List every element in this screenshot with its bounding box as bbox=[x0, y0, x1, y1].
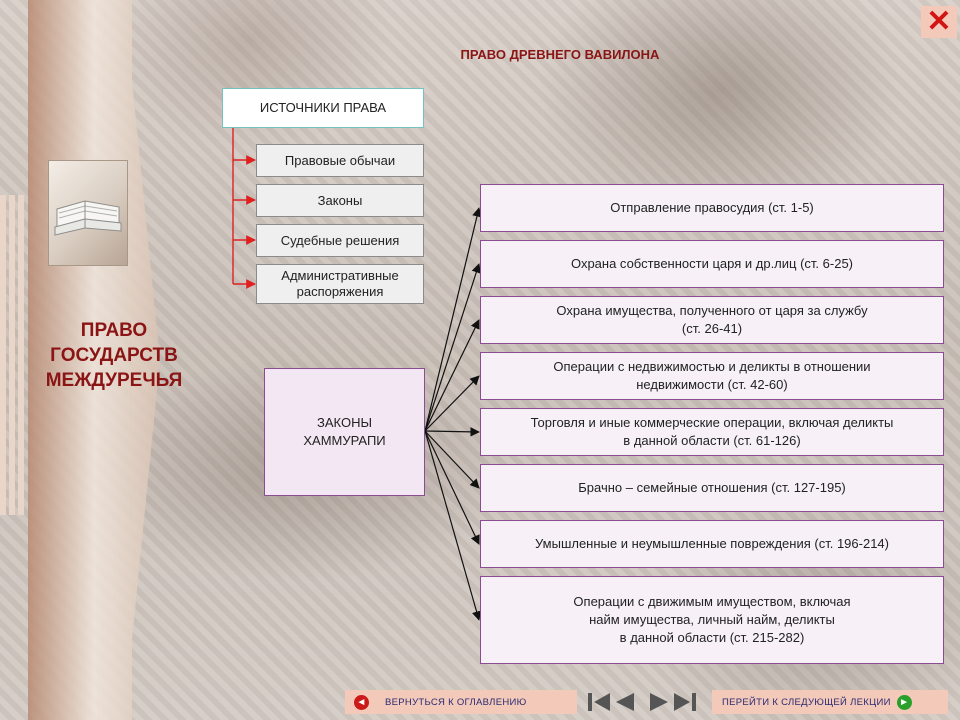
law-arrow bbox=[424, 427, 480, 437]
next-arrow-icon: ► bbox=[896, 694, 912, 710]
law-section-box: Охрана имущества, полученного от царя за… bbox=[480, 296, 944, 344]
source-item-court-decisions: Судебные решения bbox=[256, 224, 424, 257]
source-item-label: Судебные решения bbox=[280, 232, 400, 248]
law-arrow bbox=[424, 319, 480, 432]
sources-header-label: ИСТОЧНИКИ ПРАВА bbox=[259, 100, 387, 115]
law-arrow bbox=[424, 263, 481, 432]
source-item-admin-orders: Административные распоряжения bbox=[256, 264, 424, 304]
side-title-line: ПРАВО bbox=[80, 320, 148, 341]
law-section-box: Отправление правосудия (ст. 1-5) bbox=[480, 184, 944, 232]
law-section-line: найм имущества, личный найм, деликты bbox=[589, 612, 835, 627]
law-section-line: недвижимости (ст. 42-60) bbox=[636, 377, 788, 392]
law-section-box: Охрана собственности царя и др.лиц (ст. … bbox=[480, 240, 944, 288]
next-lecture-label: ПЕРЕЙТИ К СЛЕДУЮЩЕЙ ЛЕКЦИИ bbox=[722, 696, 891, 708]
law-section-line: Брачно – семейные отношения (ст. 127-195… bbox=[578, 480, 846, 495]
law-section-line: в данной области (ст. 215-282) bbox=[619, 630, 805, 645]
source-item-label: Правовые обычаи bbox=[284, 152, 396, 168]
law-section-line: Умышленные и неумышленные повреждения (с… bbox=[534, 536, 889, 551]
side-title: ПРАВО ГОСУДАРСТВ МЕЖДУРЕЧЬЯ bbox=[20, 318, 208, 393]
side-title-line: ГОСУДАРСТВ bbox=[50, 345, 178, 366]
law-section-line: Охрана собственности царя и др.лиц (ст. … bbox=[570, 256, 853, 271]
law-section-box: Брачно – семейные отношения (ст. 127-195… bbox=[480, 464, 944, 512]
law-section-line: Отправление правосудия (ст. 1-5) bbox=[610, 200, 814, 215]
law-arrow bbox=[424, 430, 480, 545]
source-item-customs: Правовые обычаи bbox=[256, 144, 424, 177]
law-section-line: в данной области (ст. 61-126) bbox=[623, 433, 801, 448]
law-section-line: Охрана имущества, полученного от царя за… bbox=[556, 303, 868, 318]
law-section-box: Операции с недвижимостью и деликты в отн… bbox=[480, 352, 944, 400]
hammurabi-label: ХАММУРАПИ bbox=[303, 433, 386, 448]
first-page-icon[interactable] bbox=[588, 693, 610, 711]
law-section-line: Торговля и иные коммерческие операции, в… bbox=[530, 415, 894, 430]
back-to-contents-button[interactable]: ◄ ВЕРНУТЬСЯ К ОГЛАВЛЕНИЮ bbox=[345, 690, 577, 714]
source-item-label: Законы bbox=[317, 192, 363, 208]
next-page-icon[interactable] bbox=[650, 693, 668, 711]
side-title-line: МЕЖДУРЕЧЬЯ bbox=[45, 370, 183, 391]
law-section-line: (ст. 26-41) bbox=[681, 321, 743, 336]
law-section-box: Операции с движимым имуществом, включая … bbox=[480, 576, 944, 664]
last-page-icon[interactable] bbox=[674, 693, 696, 711]
hammurabi-laws-box: ЗАКОНЫ ХАММУРАПИ bbox=[264, 368, 425, 496]
open-book-icon bbox=[54, 200, 122, 236]
back-to-contents-label: ВЕРНУТЬСЯ К ОГЛАВЛЕНИЮ bbox=[385, 696, 527, 708]
back-arrow-icon: ◄ bbox=[354, 694, 369, 710]
law-section-line: Операции с движимым имуществом, включая bbox=[573, 594, 851, 609]
law-arrow bbox=[424, 430, 480, 489]
law-arrow bbox=[424, 207, 482, 432]
previous-page-icon[interactable] bbox=[616, 693, 634, 711]
sources-header-box: ИСТОЧНИКИ ПРАВА bbox=[222, 88, 424, 128]
source-item-label: распоряжения bbox=[296, 284, 384, 299]
law-arrow bbox=[424, 375, 480, 432]
hammurabi-label: ЗАКОНЫ bbox=[317, 415, 372, 430]
law-section-box: Торговля и иные коммерческие операции, в… bbox=[480, 408, 944, 456]
law-arrow bbox=[424, 430, 482, 621]
page-title: ПРАВО ДРЕВНЕГО ВАВИЛОНА bbox=[460, 47, 660, 62]
close-icon: ✕ bbox=[926, 5, 952, 38]
law-section-line: Операции с недвижимостью и деликты в отн… bbox=[553, 359, 871, 374]
law-section-box: Умышленные и неумышленные повреждения (с… bbox=[480, 520, 944, 568]
close-button[interactable]: ✕ bbox=[921, 6, 957, 38]
source-item-laws: Законы bbox=[256, 184, 424, 217]
media-controls bbox=[588, 693, 696, 711]
book-image bbox=[48, 160, 128, 266]
source-item-label: Административные bbox=[281, 268, 399, 283]
next-lecture-button[interactable]: ПЕРЕЙТИ К СЛЕДУЮЩЕЙ ЛЕКЦИИ ► bbox=[712, 690, 948, 714]
